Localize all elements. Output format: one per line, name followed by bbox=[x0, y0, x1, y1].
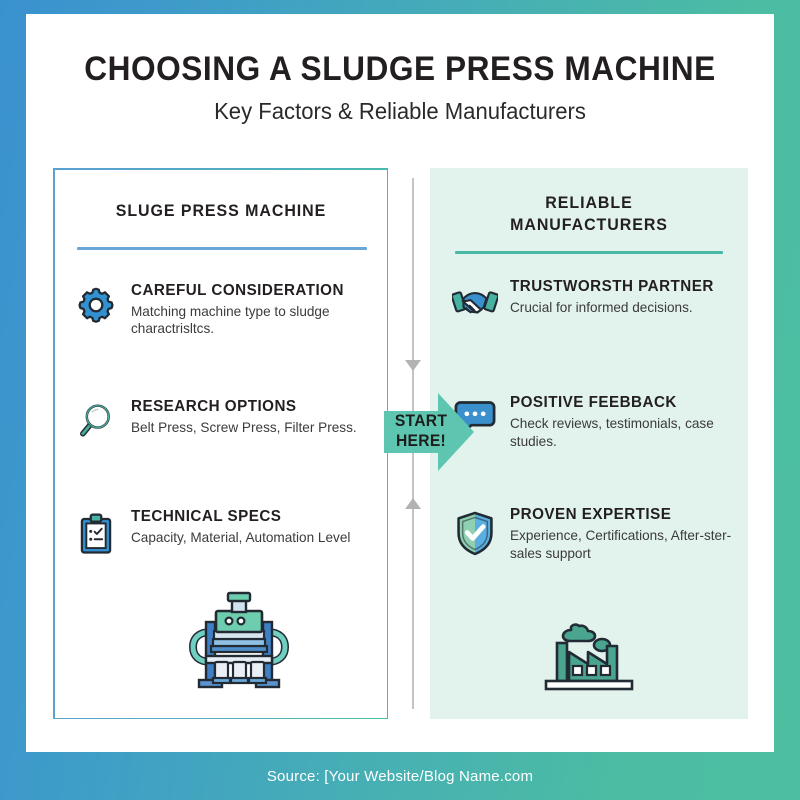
list-item: RESEARCH OPTIONS Belt Press, Screw Press… bbox=[73, 398, 378, 444]
list-item-title: CAREFUL CONSIDERATION bbox=[130, 281, 344, 299]
title-block: CHOOSING A SLUDGE PRESS MACHINE Key Fact… bbox=[26, 50, 774, 125]
left-column-heading: SLUGE PRESS MACHINE bbox=[115, 200, 326, 220]
shield-check-icon bbox=[452, 506, 498, 556]
page-title: CHOOSING A SLUDGE PRESS MACHINE bbox=[84, 50, 716, 88]
arrow-down-icon bbox=[405, 360, 421, 371]
list-item: CAREFUL CONSIDERATION Matching machine t… bbox=[73, 282, 373, 339]
list-item-text: PROVEN EXPERTISE Experience, Certificati… bbox=[498, 506, 742, 563]
right-column-panel: RELIABLE MANUFACTURERS TRUSTWORSTH PARTN… bbox=[430, 168, 748, 719]
handshake-icon bbox=[452, 278, 498, 324]
list-item-desc: Experience, Certifications, After-ster-s… bbox=[510, 527, 732, 561]
list-item-desc: Belt Press, Screw Press, Filter Press. bbox=[130, 418, 357, 435]
list-item-title: PROVEN EXPERTISE bbox=[510, 506, 672, 523]
list-item-desc: Matching machine type to sludge charactr… bbox=[130, 302, 330, 337]
list-item-text: TECHNICAL SPECS Capacity, Material, Auto… bbox=[119, 508, 373, 547]
list-item: TECHNICAL SPECS Capacity, Material, Auto… bbox=[73, 508, 373, 558]
list-item-desc: Capacity, Material, Automation Level bbox=[130, 528, 350, 545]
list-item-text: CAREFUL CONSIDERATION Matching machine t… bbox=[119, 282, 373, 339]
list-item-text: TRUSTWORSTH PARTNER Crucial for informed… bbox=[498, 278, 742, 317]
white-card: CHOOSING A SLUDGE PRESS MACHINE Key Fact… bbox=[26, 14, 774, 752]
list-item: TRUSTWORSTH PARTNER Crucial for informed… bbox=[452, 278, 742, 324]
list-item-title: POSITIVE FEEBBACK bbox=[510, 394, 677, 411]
magnifier-icon bbox=[73, 398, 119, 444]
list-item-title: RESEARCH OPTIONS bbox=[130, 397, 297, 415]
factory-icon bbox=[538, 616, 640, 701]
list-item-desc: Check reviews, testimonials, case studie… bbox=[510, 415, 714, 449]
left-column-panel: SLUGE PRESS MACHINE CAREFUL CONSIDERATIO… bbox=[53, 168, 388, 719]
page-subtitle: Key Factors & Reliable Manufacturers bbox=[214, 98, 586, 124]
arrow-up-icon bbox=[405, 498, 421, 509]
list-item-desc: Crucial for informed decisions. bbox=[510, 299, 693, 315]
filter-press-machine-icon bbox=[183, 584, 295, 699]
list-item: PROVEN EXPERTISE Experience, Certificati… bbox=[452, 506, 742, 563]
start-here-label: START HERE! bbox=[394, 411, 448, 450]
list-item-text: RESEARCH OPTIONS Belt Press, Screw Press… bbox=[119, 398, 378, 437]
right-column-heading: RELIABLE MANUFACTURERS bbox=[510, 193, 668, 235]
list-item-text: POSITIVE FEEBBACK Check reviews, testimo… bbox=[498, 394, 742, 451]
clipboard-checklist-icon bbox=[73, 508, 119, 558]
left-heading-rule bbox=[76, 246, 367, 250]
list-item: POSITIVE FEEBBACK Check reviews, testimo… bbox=[452, 394, 742, 451]
footer-bar: Source: [Your Website/Blog Name.com bbox=[0, 752, 800, 800]
source-text: Source: [Your Website/Blog Name.com bbox=[266, 767, 534, 785]
gear-icon bbox=[73, 282, 119, 328]
list-item-title: TECHNICAL SPECS bbox=[130, 507, 281, 525]
start-here-arrow[interactable]: START HERE! bbox=[384, 391, 476, 473]
right-heading-rule bbox=[455, 251, 723, 254]
left-column-inner: SLUGE PRESS MACHINE CAREFUL CONSIDERATIO… bbox=[54, 169, 387, 718]
list-item-title: TRUSTWORSTH PARTNER bbox=[510, 278, 714, 295]
